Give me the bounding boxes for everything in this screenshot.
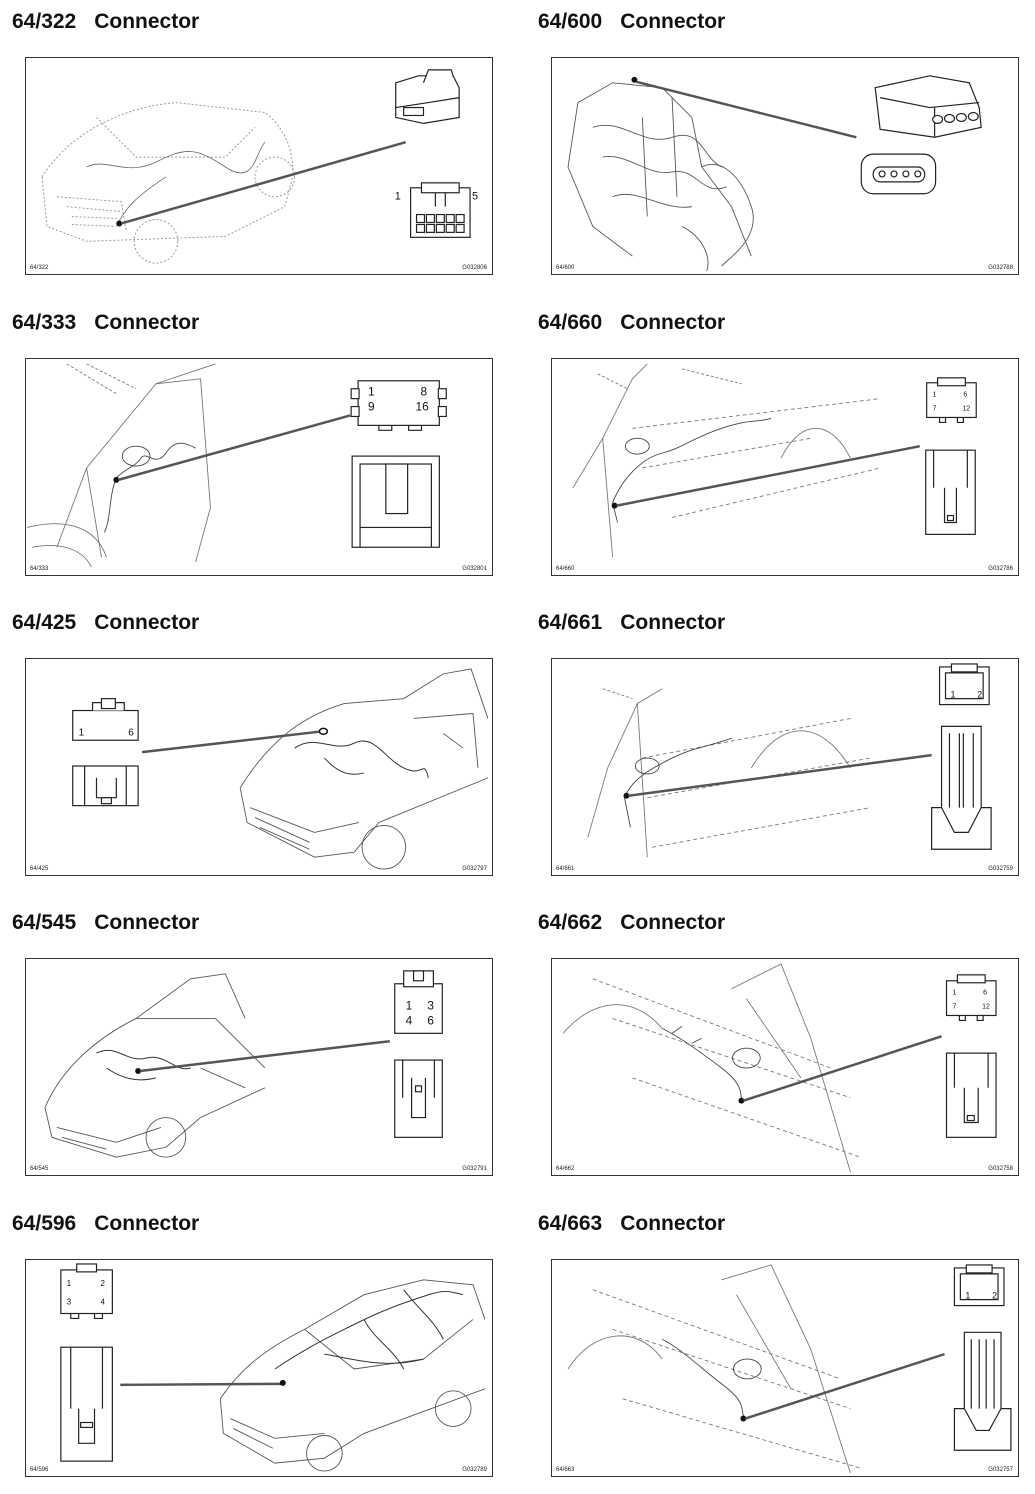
pin-label: 9 xyxy=(368,400,375,414)
connector-word: Connector xyxy=(620,911,726,934)
pin-label: 2 xyxy=(992,1291,997,1301)
connector-code: 64/600 xyxy=(538,10,603,33)
connector-word: Connector xyxy=(620,611,726,634)
figure-caption-left: 64/596 xyxy=(30,1467,49,1473)
connector-heading: 64/425 Connector xyxy=(12,611,199,635)
connector-illustration: 1 6 7 12 64/660 G032786 xyxy=(551,358,1019,576)
connector-illustration: 1 2 64/661 G032759 xyxy=(551,658,1019,876)
pin-label: 1 xyxy=(67,1279,72,1288)
pin-label: 1 xyxy=(406,999,413,1013)
connector-word: Connector xyxy=(620,1212,726,1235)
connector-heading: 64/545 Connector xyxy=(12,911,199,935)
connector-heading: 64/322 Connector xyxy=(12,10,199,34)
pin-label: 1 xyxy=(952,990,956,997)
car-harness-drawing: 1 2 3 4 xyxy=(60,1263,486,1472)
figure-caption-right: G032791 xyxy=(462,1166,487,1172)
pin-label: 2 xyxy=(100,1279,104,1288)
door-harness-drawing: 1 6 7 12 xyxy=(572,363,977,558)
door-harness-drawing: 1 2 xyxy=(587,663,992,858)
pin-label: 1 xyxy=(79,727,85,738)
pin-label: 7 xyxy=(952,1004,956,1011)
connector-heading: 64/660 Connector xyxy=(538,311,725,335)
connector-heading: 64/661 Connector xyxy=(538,611,725,635)
figure-caption-left: 64/425 xyxy=(30,866,49,872)
connector-word: Connector xyxy=(94,611,200,634)
connector-heading: 64/600 Connector xyxy=(538,10,725,34)
connector-code: 64/661 xyxy=(538,611,603,634)
pin-label: 1 xyxy=(965,1291,970,1301)
connector-code: 64/596 xyxy=(12,1212,77,1235)
connector-word: Connector xyxy=(94,911,200,934)
pin-label: 3 xyxy=(427,999,434,1013)
door-harness-drawing: 1 2 xyxy=(567,1264,1012,1474)
car-harness-drawing: 1 5 xyxy=(41,69,478,264)
connector-illustration: 1 2 3 4 xyxy=(25,1259,493,1477)
door-harness-drawing: 1 6 7 12 xyxy=(562,963,997,1173)
figure-caption-left: 64/660 xyxy=(556,566,575,572)
figure-caption-left: 64/545 xyxy=(30,1166,49,1172)
pin-label: 3 xyxy=(67,1298,72,1307)
pin-label: 7 xyxy=(933,406,937,413)
pin-label: 6 xyxy=(128,727,134,738)
connector-illustration: 1 2 64/663 G032757 xyxy=(551,1259,1019,1477)
connector-illustration: 1 5 64/322 G032806 xyxy=(25,57,493,275)
connector-heading: 64/662 Connector xyxy=(538,911,725,935)
connector-code: 64/322 xyxy=(12,10,77,33)
pin-label: 1 xyxy=(933,392,937,399)
pin-label: 12 xyxy=(982,1004,990,1011)
figure-caption-right: G032789 xyxy=(462,1467,487,1473)
pin-label: 2 xyxy=(977,690,982,700)
figure-caption-right: G032757 xyxy=(988,1467,1013,1473)
pin-label: 6 xyxy=(427,1013,434,1027)
connector-heading: 64/333 Connector xyxy=(12,311,199,335)
pin-label: 5 xyxy=(472,191,478,203)
connector-heading: 64/596 Connector xyxy=(12,1212,199,1236)
engine-harness-drawing xyxy=(567,75,982,272)
figure-caption-right: G032806 xyxy=(462,265,487,271)
figure-caption-left: 64/662 xyxy=(556,1166,575,1172)
pin-label: 6 xyxy=(963,392,967,399)
figure-caption-left: 64/663 xyxy=(556,1467,575,1473)
connector-illustration: 1 6 64/425 G03279 xyxy=(25,658,493,876)
figure-caption-right: G032758 xyxy=(988,1166,1013,1172)
pin-label: 8 xyxy=(421,385,428,399)
figure-caption-right: G032801 xyxy=(462,566,487,572)
connector-code: 64/663 xyxy=(538,1212,603,1235)
connector-code: 64/545 xyxy=(12,911,77,934)
pin-label: 12 xyxy=(962,406,970,413)
pin-label: 4 xyxy=(406,1013,413,1027)
pin-label: 16 xyxy=(416,400,430,414)
car-front-harness-drawing: 1 3 4 6 xyxy=(44,970,443,1158)
connector-illustration: 1 6 7 12 64/662 G032758 xyxy=(551,958,1019,1176)
pin-label: 1 xyxy=(395,191,401,203)
connector-illustration: 1 3 4 6 64/545 G032791 xyxy=(25,958,493,1176)
figure-caption-right: G032788 xyxy=(988,265,1013,271)
connector-code: 64/333 xyxy=(12,311,77,334)
pin-label: 6 xyxy=(983,990,987,997)
connector-illustration: 1 8 9 16 64/333 G032801 xyxy=(25,358,493,576)
door-harness-drawing: 1 8 9 16 xyxy=(27,363,447,568)
connector-word: Connector xyxy=(620,311,726,334)
pin-label: 4 xyxy=(100,1298,105,1307)
connector-word: Connector xyxy=(94,1212,200,1235)
connector-word: Connector xyxy=(620,10,726,33)
figure-caption-left: 64/661 xyxy=(556,866,575,872)
connector-illustration: 64/600 G032788 xyxy=(551,57,1019,275)
connector-code: 64/662 xyxy=(538,911,603,934)
figure-caption-left: 64/322 xyxy=(30,265,49,271)
connector-word: Connector xyxy=(94,10,200,33)
figure-caption-left: 64/600 xyxy=(556,265,575,271)
connector-code: 64/660 xyxy=(538,311,603,334)
figure-caption-left: 64/333 xyxy=(30,566,49,572)
car-front-harness-drawing: 1 6 xyxy=(72,668,489,870)
pin-label: 1 xyxy=(368,385,375,399)
pin-label: 1 xyxy=(950,690,955,700)
figure-caption-right: G032797 xyxy=(462,866,487,872)
figure-caption-right: G032786 xyxy=(988,566,1013,572)
connector-heading: 64/663 Connector xyxy=(538,1212,725,1236)
connector-code: 64/425 xyxy=(12,611,77,634)
figure-caption-right: G032759 xyxy=(988,866,1013,872)
connector-word: Connector xyxy=(94,311,200,334)
